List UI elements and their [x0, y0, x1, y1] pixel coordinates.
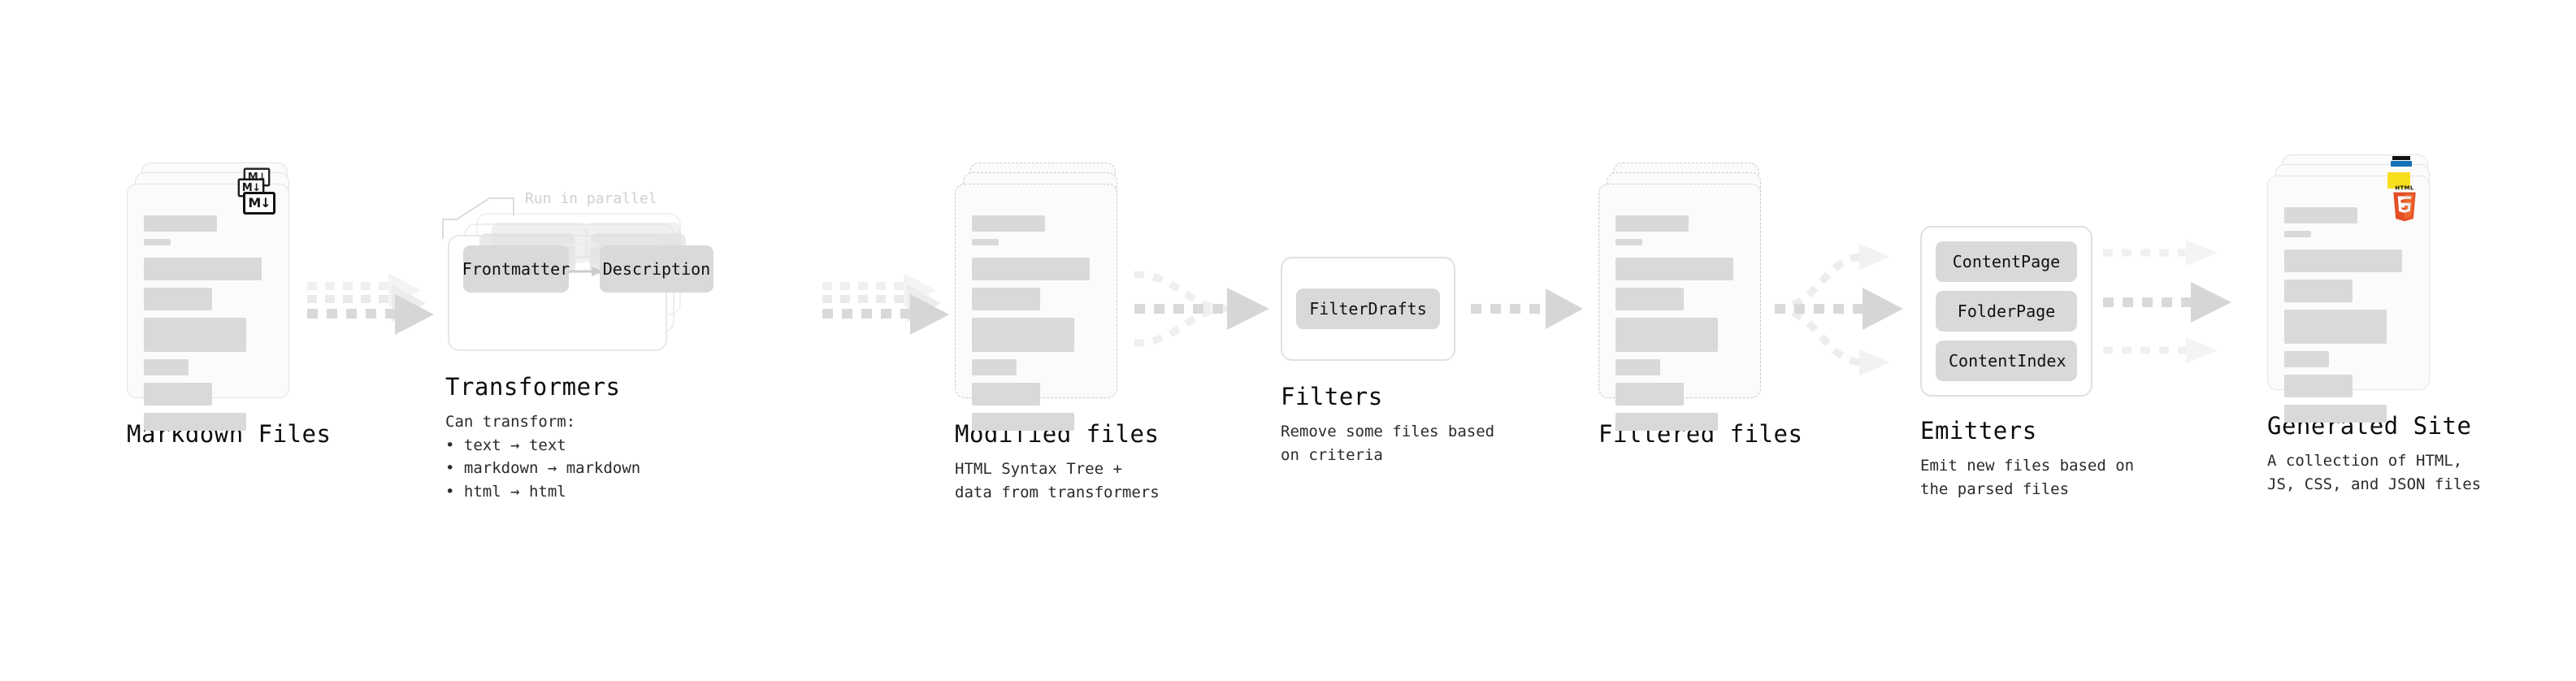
placeholder-bar: [1615, 215, 1689, 232]
emitter-chip-folderpage[interactable]: FolderPage: [1936, 291, 2077, 332]
flow-arrow-markdown-to-transformers: [307, 273, 434, 335]
placeholder-bar: [972, 318, 1075, 352]
placeholder-bar: [2284, 405, 2387, 423]
placeholder-bar: [1615, 359, 1661, 375]
placeholder-bar: [972, 258, 1091, 280]
stage-caption-transformers: Transformers: [445, 373, 621, 401]
placeholder-bar: [144, 318, 247, 352]
filters-box: FilterDrafts: [1281, 257, 1455, 361]
placeholder-bar: [2284, 375, 2353, 397]
modified-placeholder-bars: [972, 215, 1100, 438]
run-in-parallel-bracket: [442, 197, 514, 239]
stage-subcaption-emitters: Emit new files based on the parsed files: [1920, 457, 2135, 498]
stage-caption-filters: Filters: [1281, 383, 1383, 410]
markdown-placeholder-bars: [144, 215, 272, 438]
placeholder-bar: [972, 239, 1000, 245]
flow-arrow-modified-files-to-filters: [1134, 271, 1269, 347]
generated-placeholder-bars: [2284, 207, 2413, 430]
stage-subcaption-modified-files: HTML Syntax Tree + data from transformer…: [955, 460, 1160, 501]
stage-filtered-files: Filtered files: [1598, 163, 1802, 448]
css3-icon: [2391, 156, 2412, 167]
markdown-card-stack: M↓ M↓ M↓: [127, 163, 297, 431]
markdown-card-front: [127, 184, 289, 431]
run-in-parallel-label: Run in parallel: [525, 190, 657, 207]
flow-arrow-transformers-to-modified-files: [822, 273, 949, 335]
placeholder-bar: [2284, 280, 2353, 302]
placeholder-bar: [972, 383, 1040, 406]
placeholder-bar: [1615, 413, 1719, 431]
stage-subcaption-filters: Remove some files based on criteria: [1281, 423, 1495, 464]
placeholder-bar: [2284, 351, 2330, 367]
svg-text:HTML: HTML: [2395, 185, 2413, 192]
flow-arrow-filters-to-filtered-files: [1471, 288, 1583, 329]
placeholder-bar: [1615, 288, 1684, 310]
flow-arrow-emitters-to-generated-site: [2103, 240, 2231, 363]
stage-filters: FilterDrafts Filters Remove some files b…: [1281, 257, 1494, 466]
stage-modified-files: Modified files HTML Syntax Tree + data f…: [955, 163, 1160, 504]
filtered-placeholder-bars: [1615, 215, 1744, 438]
placeholder-bar: [144, 359, 189, 375]
placeholder-bar: [972, 215, 1046, 232]
transformer-chip-frontmatter[interactable]: Frontmatter: [462, 245, 570, 293]
stage-markdown-files: M↓ M↓ M↓ Markdown Files: [127, 163, 331, 448]
emitter-chip-contentpage[interactable]: ContentPage: [1936, 241, 2077, 282]
placeholder-bar: [2284, 249, 2403, 272]
placeholder-bar: [144, 258, 262, 280]
stage-caption-emitters: Emitters: [1920, 417, 2037, 445]
placeholder-bar: [144, 239, 171, 245]
markdown-icon: M↓: [243, 192, 275, 215]
placeholder-bar: [144, 288, 212, 310]
generated-card-front: [2267, 176, 2430, 423]
filter-chip-filterdrafts[interactable]: FilterDrafts: [1296, 288, 1440, 329]
transformers-stack: Frontmatter Description: [445, 213, 713, 351]
generated-card-stack: HTML: [2267, 154, 2438, 423]
stage-subcaption-transformers: Can transform: • text → text • markdown …: [445, 413, 641, 501]
html5-icon: HTML: [2389, 184, 2420, 223]
modified-card-front: [955, 184, 1117, 431]
placeholder-bar: [1615, 239, 1643, 245]
modified-card-stack: [955, 163, 1125, 431]
placeholder-bar: [972, 413, 1075, 431]
placeholder-bar: [1615, 318, 1719, 352]
stage-emitters: ContentPage FolderPage ContentIndex Emit…: [1920, 226, 2134, 501]
stage-subcaption-generated-site: A collection of HTML, JS, CSS, and JSON …: [2267, 452, 2482, 493]
emitters-box: ContentPage FolderPage ContentIndex: [1920, 226, 2092, 397]
stage-transformers: Run in parallel: [442, 190, 713, 503]
placeholder-bar: [972, 359, 1017, 375]
placeholder-bar: [2284, 231, 2312, 237]
javascript-icon: [2387, 172, 2410, 189]
placeholder-bar: [972, 288, 1040, 310]
transformer-chip-description[interactable]: Description: [600, 245, 713, 293]
placeholder-bar: [144, 215, 218, 232]
placeholder-bar: [2284, 310, 2387, 344]
placeholder-bar: [2284, 207, 2358, 223]
filtered-card-stack: [1598, 163, 1769, 431]
emitter-chip-contentindex[interactable]: ContentIndex: [1936, 340, 2077, 381]
placeholder-bar: [1615, 258, 1734, 280]
flow-arrow-filtered-files-to-emitters: [1774, 244, 1903, 375]
placeholder-bar: [144, 413, 247, 431]
placeholder-bar: [1615, 383, 1684, 406]
stage-generated-site: HTML Generated Site A collection of HTML…: [2267, 154, 2481, 496]
placeholder-bar: [144, 383, 212, 406]
filtered-card-front: [1598, 184, 1761, 431]
